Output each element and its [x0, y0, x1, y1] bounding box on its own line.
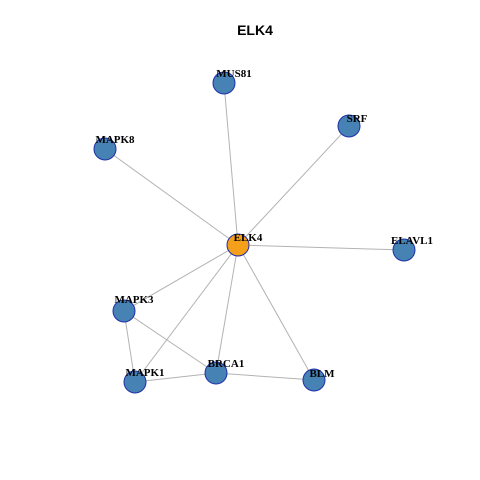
node-label-mapk3: MAPK3: [114, 294, 154, 306]
node-circle-mapk8[interactable]: [93, 137, 117, 161]
node-label-srf: SRF: [347, 113, 368, 125]
node-mapk3[interactable]: MAPK3: [112, 294, 154, 323]
node-circle-brca1[interactable]: [204, 361, 228, 385]
edge-elk4-mapk8: [104, 148, 239, 246]
graph-title: ELK4: [237, 22, 273, 38]
node-label-mapk1: MAPK1: [125, 367, 164, 379]
edge-mapk3-brca1: [123, 310, 217, 374]
node-label-mus81: MUS81: [216, 68, 251, 80]
node-label-blm: BLM: [309, 368, 335, 380]
node-label-elavl1: ELAVL1: [391, 235, 433, 247]
node-elk4[interactable]: ELK4: [226, 232, 263, 257]
edge-elk4-mapk3: [123, 244, 239, 312]
node-circle-mus81[interactable]: [212, 71, 236, 95]
edge-mapk1-brca1: [134, 372, 217, 383]
node-mus81[interactable]: MUS81: [212, 68, 252, 95]
edge-elk4-elavl1: [237, 244, 405, 251]
node-mapk8[interactable]: MAPK8: [93, 134, 135, 161]
node-mapk1[interactable]: MAPK1: [123, 367, 165, 394]
edge-elk4-srf: [237, 125, 350, 246]
node-label-mapk8: MAPK8: [95, 134, 135, 146]
node-blm[interactable]: BLM: [302, 368, 335, 392]
node-label-elk4: ELK4: [234, 232, 263, 244]
edge-elk4-blm: [237, 244, 315, 381]
edge-elk4-mus81: [223, 82, 239, 246]
node-circle-mapk1[interactable]: [123, 370, 147, 394]
node-elavl1[interactable]: ELAVL1: [391, 235, 433, 262]
node-circle-mapk3[interactable]: [112, 299, 136, 323]
edge-elk4-mapk1: [134, 244, 239, 383]
node-circle-elavl1[interactable]: [392, 238, 416, 262]
edge-elk4-brca1: [215, 244, 239, 374]
edge-mapk3-mapk1: [123, 310, 136, 383]
node-brca1[interactable]: BRCA1: [204, 358, 245, 385]
node-circle-elk4[interactable]: [226, 233, 250, 257]
edge-brca1-blm: [215, 372, 315, 381]
node-circle-srf[interactable]: [337, 114, 361, 138]
node-label-brca1: BRCA1: [208, 358, 245, 370]
edges-layer: [104, 82, 405, 383]
node-srf[interactable]: SRF: [337, 113, 368, 138]
node-circle-blm[interactable]: [302, 368, 326, 392]
